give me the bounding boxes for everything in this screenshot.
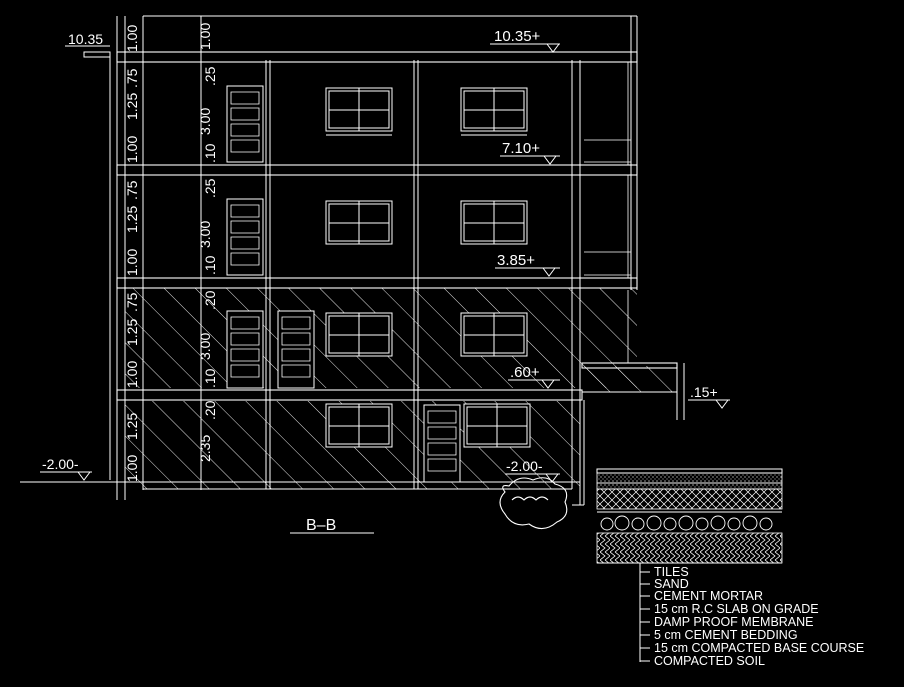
dim-sill2-2: .75 [124, 180, 140, 200]
level-markers [40, 43, 730, 483]
legend-item-membrane: DAMP PROOF MEMBRANE [654, 615, 814, 629]
level-first: .60+ [510, 364, 540, 381]
window-b-a [325, 403, 393, 448]
balcony-railings [584, 62, 631, 363]
legend-ticks [640, 571, 650, 662]
dim-sill-b: 1.00 [124, 455, 140, 482]
dim-sill2-3: .75 [124, 68, 140, 88]
dim-small2-1: .20 [202, 290, 218, 310]
window-b-b [463, 403, 531, 448]
window-3f-b [460, 87, 528, 136]
dim-small-2: .10 [202, 255, 218, 275]
dim-parapet-left: 1.00 [124, 25, 140, 52]
window-2f-a [325, 200, 393, 245]
level-second: 3.85+ [497, 252, 535, 269]
legend-item-sand: SAND [654, 577, 689, 591]
slabs [20, 51, 678, 490]
window-1f-b [460, 312, 528, 357]
dim-sill-1: 1.00 [124, 361, 140, 388]
section-label: B–B [306, 517, 336, 534]
dim-small-3: .10 [202, 143, 218, 163]
dim-parapet: 1.00 [197, 23, 213, 50]
door-panels [230, 91, 457, 472]
dim-floor-2: 3.00 [197, 221, 213, 248]
dim-lintel-b: 1.25 [124, 413, 140, 440]
legend: TILES SAND CEMENT MORTAR 15 cm R.C SLAB … [654, 565, 864, 668]
legend-item-bedding: 5 cm CEMENT BEDDING [654, 628, 798, 642]
dim-lintel-3: 1.25 [124, 93, 140, 120]
dim-sill-2: 1.00 [124, 249, 140, 276]
hatch-terrace-slab [582, 366, 677, 392]
legend-item-slab: 15 cm R.C SLAB ON GRADE [654, 602, 819, 616]
legend-item-tiles: TILES [654, 565, 689, 579]
windows [325, 87, 531, 448]
dim-sill2-1: .75 [124, 292, 140, 312]
terrace-wall [676, 363, 685, 420]
window-1f-a [325, 312, 393, 357]
dim-slab-2: .25 [202, 178, 218, 198]
legend-item-base: 15 cm COMPACTED BASE COURSE [654, 641, 864, 655]
dim-basement: 2.35 [197, 435, 213, 462]
dim-slab-3: .25 [202, 66, 218, 86]
legend-item-soil: COMPACTED SOIL [654, 654, 765, 668]
level-roof-left: 10.35 [68, 31, 103, 47]
dim-floor-3: 3.00 [197, 108, 213, 135]
level-roof: 10.35+ [494, 28, 541, 45]
level-ground-left: -2.00- [42, 456, 79, 472]
level-ground-right: -2.00- [506, 458, 543, 474]
shrub-icon [499, 477, 568, 530]
door-1f-b [277, 310, 315, 389]
floor-buildup-detail [596, 468, 783, 662]
dim-sill-3: 1.00 [124, 136, 140, 163]
level-third: 7.10+ [502, 140, 540, 157]
dim-lintel-1: 1.25 [124, 319, 140, 346]
level-terrace: .15+ [690, 384, 718, 400]
dim-small2-b: .20 [202, 400, 218, 420]
window-3f-a [325, 87, 393, 136]
dim-lintel-2: 1.25 [124, 206, 140, 233]
dim-small-1: .10 [202, 368, 218, 388]
window-2f-b [460, 200, 528, 245]
door-basement [423, 404, 461, 483]
dim-floor-1: 3.00 [197, 333, 213, 360]
door-1f-a [226, 310, 264, 389]
legend-item-mortar: CEMENT MORTAR [654, 589, 763, 603]
